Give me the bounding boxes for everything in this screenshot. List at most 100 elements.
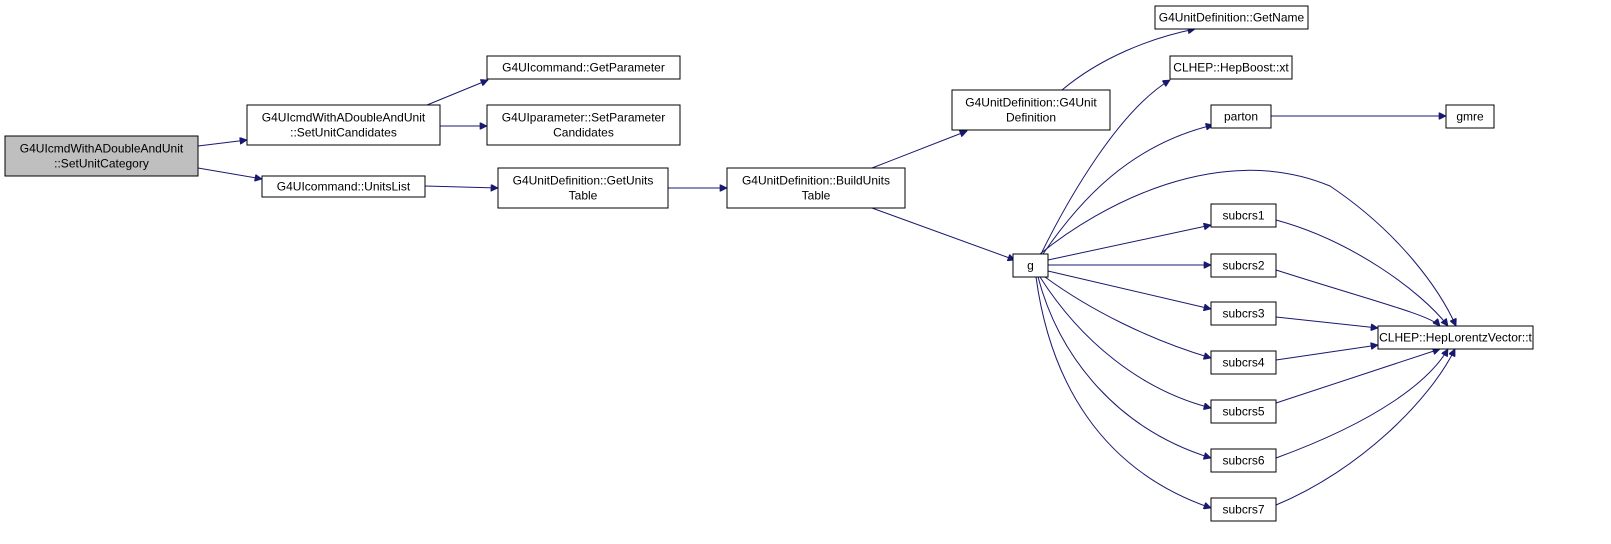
edge-buildunitstable-to-g4unitdef (871, 131, 967, 169)
node-box (1210, 253, 1277, 278)
edge-g-to-subcrs4 (1044, 276, 1211, 358)
edge-line (871, 131, 967, 169)
node-box (1210, 399, 1277, 424)
edge-g-to-hepboost (1040, 79, 1170, 255)
node-getparam[interactable]: G4UIcommand::GetParameter (486, 55, 681, 80)
edge-line (1039, 276, 1211, 408)
node-label: Definition (1006, 111, 1056, 125)
node-label: G4UnitDefinition::GetName (1159, 11, 1305, 25)
edge-line (1275, 316, 1378, 328)
node-label: subcrs2 (1222, 259, 1264, 273)
node-subcrs3[interactable]: subcrs3 (1210, 301, 1277, 326)
edge-subcrs5-to-heplv (1275, 349, 1440, 404)
node-label: parton (1224, 110, 1258, 124)
node-unitslist[interactable]: G4UIcommand::UnitsList (261, 175, 426, 198)
node-subcrs6[interactable]: subcrs6 (1210, 448, 1277, 473)
edges-layer (197, 29, 1456, 508)
node-root: G4UIcmdWithADoubleAndUnit::SetUnitCatego… (4, 135, 199, 177)
edge-g4unitdef-to-getname (1061, 29, 1195, 91)
edge-line (1042, 125, 1213, 255)
node-subcrs7[interactable]: subcrs7 (1210, 497, 1277, 522)
node-box (4, 135, 199, 177)
edge-root-to-unitslist (197, 167, 262, 179)
node-box (1210, 497, 1277, 522)
node-box (486, 104, 681, 146)
node-label: G4UIcommand::GetParameter (502, 61, 665, 75)
node-box (1169, 55, 1293, 80)
node-label: subcrs6 (1222, 454, 1264, 468)
node-parton[interactable]: parton (1210, 104, 1272, 129)
node-label: subcrs3 (1222, 307, 1264, 321)
node-subcrs5[interactable]: subcrs5 (1210, 399, 1277, 424)
node-label: Candidates (553, 126, 614, 140)
node-label: subcrs5 (1222, 405, 1264, 419)
edge-line (1047, 225, 1211, 261)
edge-subcrs7-to-heplv (1275, 349, 1456, 506)
node-subcrs2[interactable]: subcrs2 (1210, 253, 1277, 278)
node-box (1377, 325, 1534, 350)
node-setunitcand[interactable]: G4UIcmdWithADoubleAndUnit::SetUnitCandid… (246, 104, 441, 146)
node-label: G4UIparameter::SetParameter (502, 111, 665, 125)
edge-g-to-subcrs6 (1037, 276, 1211, 458)
edge-line (424, 186, 498, 188)
node-label: G4UIcommand::UnitsList (277, 180, 411, 194)
node-subcrs4[interactable]: subcrs4 (1210, 350, 1277, 375)
edge-line (1044, 276, 1211, 358)
node-label: g (1027, 259, 1034, 273)
edge-line (426, 80, 488, 106)
edge-g-to-heplv (1039, 169, 1456, 326)
node-label: G4UnitDefinition::G4Unit (965, 96, 1097, 110)
edge-unitslist-to-getunitstable (424, 186, 498, 188)
nodes-layer: G4UIcmdWithADoubleAndUnit::SetUnitCatego… (4, 5, 1534, 522)
edge-g-to-subcrs7 (1035, 276, 1211, 508)
node-box (726, 167, 906, 209)
edge-line (1275, 345, 1378, 361)
node-g[interactable]: g (1012, 253, 1049, 278)
node-box (1210, 203, 1277, 228)
node-box (1210, 301, 1277, 326)
node-label: subcrs7 (1222, 503, 1264, 517)
node-gmre[interactable]: gmre (1445, 104, 1495, 129)
node-label: gmre (1456, 110, 1484, 124)
node-label: ::SetUnitCandidates (290, 126, 397, 140)
edge-line (1275, 349, 1449, 459)
node-subcrs1[interactable]: subcrs1 (1210, 203, 1277, 228)
node-box (1012, 253, 1049, 278)
node-getname[interactable]: G4UnitDefinition::GetName (1154, 5, 1309, 30)
node-label: CLHEP::HepBoost::xt (1173, 61, 1289, 75)
node-hepboost[interactable]: CLHEP::HepBoost::xt (1169, 55, 1293, 80)
node-label: CLHEP::HepLorentzVector::t (1379, 331, 1532, 345)
edge-setunitcand-to-getparam (426, 80, 488, 106)
node-label: Table (569, 189, 598, 203)
edge-line (1047, 270, 1211, 309)
edge-g-to-parton (1042, 125, 1213, 255)
node-box (951, 89, 1111, 131)
node-box (246, 104, 441, 146)
node-box (486, 55, 681, 80)
node-g4unitdef[interactable]: G4UnitDefinition::G4UnitDefinition (951, 89, 1111, 131)
edge-g-to-subcrs3 (1047, 270, 1211, 309)
edge-line (1061, 29, 1195, 91)
edge-subcrs3-to-heplv (1275, 316, 1378, 328)
node-heplv[interactable]: CLHEP::HepLorentzVector::t (1377, 325, 1534, 350)
node-label: G4UnitDefinition::GetUnits (513, 174, 654, 188)
edge-line (1275, 349, 1440, 404)
node-box (497, 167, 669, 209)
node-label: subcrs1 (1222, 209, 1264, 223)
node-label: ::SetUnitCategory (54, 157, 149, 171)
node-box (1210, 350, 1277, 375)
edge-line (1037, 276, 1211, 458)
edge-g-to-subcrs1 (1047, 225, 1211, 261)
node-box (1445, 104, 1495, 129)
edge-subcrs2-to-heplv (1275, 269, 1440, 326)
edge-subcrs4-to-heplv (1275, 345, 1378, 361)
edge-root-to-setunitcand (197, 140, 247, 147)
edge-line (197, 140, 247, 147)
edge-g-to-subcrs5 (1039, 276, 1211, 408)
node-label: G4UIcmdWithADoubleAndUnit (20, 142, 184, 156)
node-box (1154, 5, 1309, 30)
